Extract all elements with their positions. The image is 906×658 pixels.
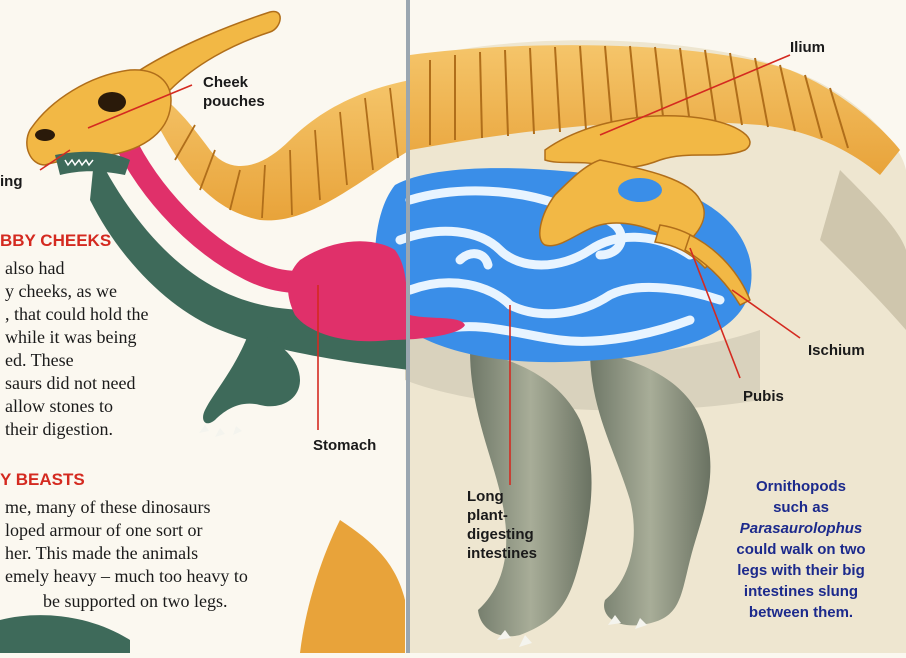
section2-heading: Y BEASTS bbox=[0, 470, 85, 490]
caption-line5: legs with their big bbox=[706, 560, 896, 581]
label-stomach: Stomach bbox=[313, 436, 376, 455]
section1-line: while it was being bbox=[5, 326, 136, 348]
label-pubis: Pubis bbox=[743, 387, 784, 406]
label-intestines-line4: intestines bbox=[467, 544, 537, 563]
caption-line2: such as bbox=[706, 497, 896, 518]
nostril bbox=[35, 129, 55, 141]
caption-line1: Ornithopods bbox=[706, 476, 896, 497]
section1-line: saurs did not need bbox=[5, 372, 135, 394]
label-ischium: Ischium bbox=[808, 341, 865, 360]
label-ilium: Ilium bbox=[790, 38, 825, 57]
section2-line: loped armour of one sort or bbox=[5, 519, 202, 541]
eye-socket bbox=[98, 92, 126, 112]
front-claws bbox=[199, 425, 242, 437]
section2-line: her. This made the animals bbox=[5, 542, 198, 564]
hip-socket bbox=[618, 178, 662, 202]
label-intestines: Long plant- digesting intestines bbox=[467, 487, 537, 563]
caption-genus: Parasaurolophus bbox=[740, 520, 863, 537]
caption-line7: between them. bbox=[706, 602, 896, 623]
section1-line: ed. These bbox=[5, 349, 74, 371]
caption-line6: intestines slung bbox=[706, 581, 896, 602]
label-intestines-line1: Long bbox=[467, 487, 537, 506]
section2-line: be supported on two legs. bbox=[43, 590, 227, 612]
tail-base-left bbox=[300, 520, 405, 653]
caption-line3: Parasaurolophus bbox=[706, 518, 896, 539]
page-gutter bbox=[406, 0, 410, 653]
label-cheek-pouches-line1: Cheek bbox=[203, 73, 265, 92]
section1-line: their digestion. bbox=[5, 418, 113, 440]
caption-line4: could walk on two bbox=[706, 539, 896, 560]
skull bbox=[27, 70, 171, 165]
label-cheek-pouches-line2: pouches bbox=[203, 92, 265, 111]
section1-line: y cheeks, as we bbox=[5, 280, 117, 302]
section1-heading: BBY CHEEKS bbox=[0, 231, 111, 251]
label-intestines-line3: digesting bbox=[467, 525, 537, 544]
section1-line: allow stones to bbox=[5, 395, 113, 417]
label-intestines-line2: plant- bbox=[467, 506, 537, 525]
section2-line: me, many of these dinosaurs bbox=[5, 496, 210, 518]
label-cheek-pouches: Cheek pouches bbox=[203, 73, 265, 111]
section2-line: emely heavy – much too heavy to bbox=[5, 565, 248, 587]
section1-line: also had bbox=[5, 257, 64, 279]
label-ing: ing bbox=[0, 172, 23, 191]
caption-ornithopods: Ornithopods such as Parasaurolophus coul… bbox=[706, 476, 896, 623]
green-tail-left bbox=[0, 615, 130, 653]
section1-line: , that could hold the bbox=[5, 303, 148, 325]
